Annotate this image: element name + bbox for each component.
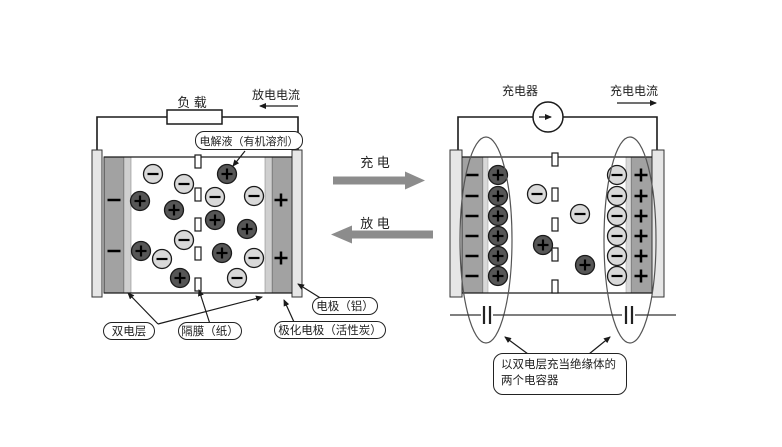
charge-label: 充 电 bbox=[360, 155, 390, 170]
separator-tag: 隔膜（纸） bbox=[178, 322, 242, 340]
left-electrode-minus-signs bbox=[107, 198, 121, 253]
separator-mark bbox=[194, 277, 202, 292]
left-ions bbox=[129, 163, 265, 289]
left-electrode-plus-signs bbox=[274, 193, 288, 265]
separator-mark bbox=[194, 154, 202, 169]
separator-pointer bbox=[197, 289, 211, 325]
right-cell-right-wall bbox=[651, 149, 665, 298]
separator-mark bbox=[551, 187, 559, 202]
note-pointer-right bbox=[588, 336, 611, 355]
load-resistor bbox=[166, 109, 223, 125]
discharge-arrow bbox=[331, 225, 433, 244]
right-capacitor-ellipse bbox=[603, 136, 657, 344]
electrode-al-tag: 电极（铝） bbox=[312, 297, 378, 315]
separator-mark bbox=[194, 246, 202, 261]
note-line-2: 两个电容器 bbox=[501, 375, 559, 387]
right-cell-left-double-layer bbox=[482, 156, 489, 294]
left-cell-right-wall bbox=[291, 149, 303, 298]
right-electrode-plus-signs bbox=[634, 168, 648, 283]
charger-label: 充电器 bbox=[501, 84, 538, 98]
electrolyte-tag: 电解液（有机溶剂） bbox=[195, 131, 303, 150]
separator-mark bbox=[551, 247, 559, 262]
electrode-al-pointer bbox=[297, 283, 323, 300]
left-capacitor-ellipse bbox=[459, 136, 513, 344]
separator-mark bbox=[551, 217, 559, 232]
polarized-electrode-tag: 极化电极（活性炭） bbox=[274, 321, 386, 339]
separator-mark bbox=[551, 279, 559, 294]
double-layer-tag: 双电层 bbox=[103, 322, 155, 340]
left-cell-right-double-layer bbox=[264, 156, 273, 294]
double-layer-pointer-right bbox=[157, 295, 263, 325]
separator-mark bbox=[551, 152, 559, 167]
right-wire-right bbox=[563, 116, 658, 152]
charging-current-label: 充电电流 bbox=[609, 84, 658, 98]
note-pointer-left bbox=[504, 336, 529, 355]
separator-mark bbox=[194, 187, 202, 202]
polarized-electrode-pointer bbox=[283, 299, 295, 323]
left-wire-left bbox=[96, 116, 167, 152]
note-line-1: 以双电层充当绝缘体的 bbox=[501, 359, 616, 371]
right-ions bbox=[487, 164, 628, 287]
electrolyte-pointer bbox=[232, 150, 246, 167]
separator-mark bbox=[194, 217, 202, 232]
left-cell-left-electrode bbox=[103, 156, 125, 294]
double-layer-pointer-left bbox=[127, 292, 159, 325]
right-wire-left bbox=[457, 116, 533, 152]
left-separator-marks bbox=[194, 154, 202, 292]
charge-arrow bbox=[333, 171, 425, 190]
equivalent-capacitors-note: 以双电层充当绝缘体的 两个电容器 bbox=[493, 353, 627, 395]
left-cell-left-wall bbox=[91, 149, 103, 298]
discharge-label: 放 电 bbox=[360, 216, 390, 231]
discharge-current-label: 放电电流 bbox=[251, 88, 300, 102]
left-cell-right-electrode bbox=[271, 156, 293, 294]
right-separator-marks bbox=[551, 152, 559, 294]
right-electrode-minus-signs bbox=[465, 173, 479, 278]
load-label: 负 载 bbox=[177, 95, 207, 110]
capacitor-plates bbox=[482, 306, 634, 324]
left-cell-left-double-layer bbox=[123, 156, 132, 294]
